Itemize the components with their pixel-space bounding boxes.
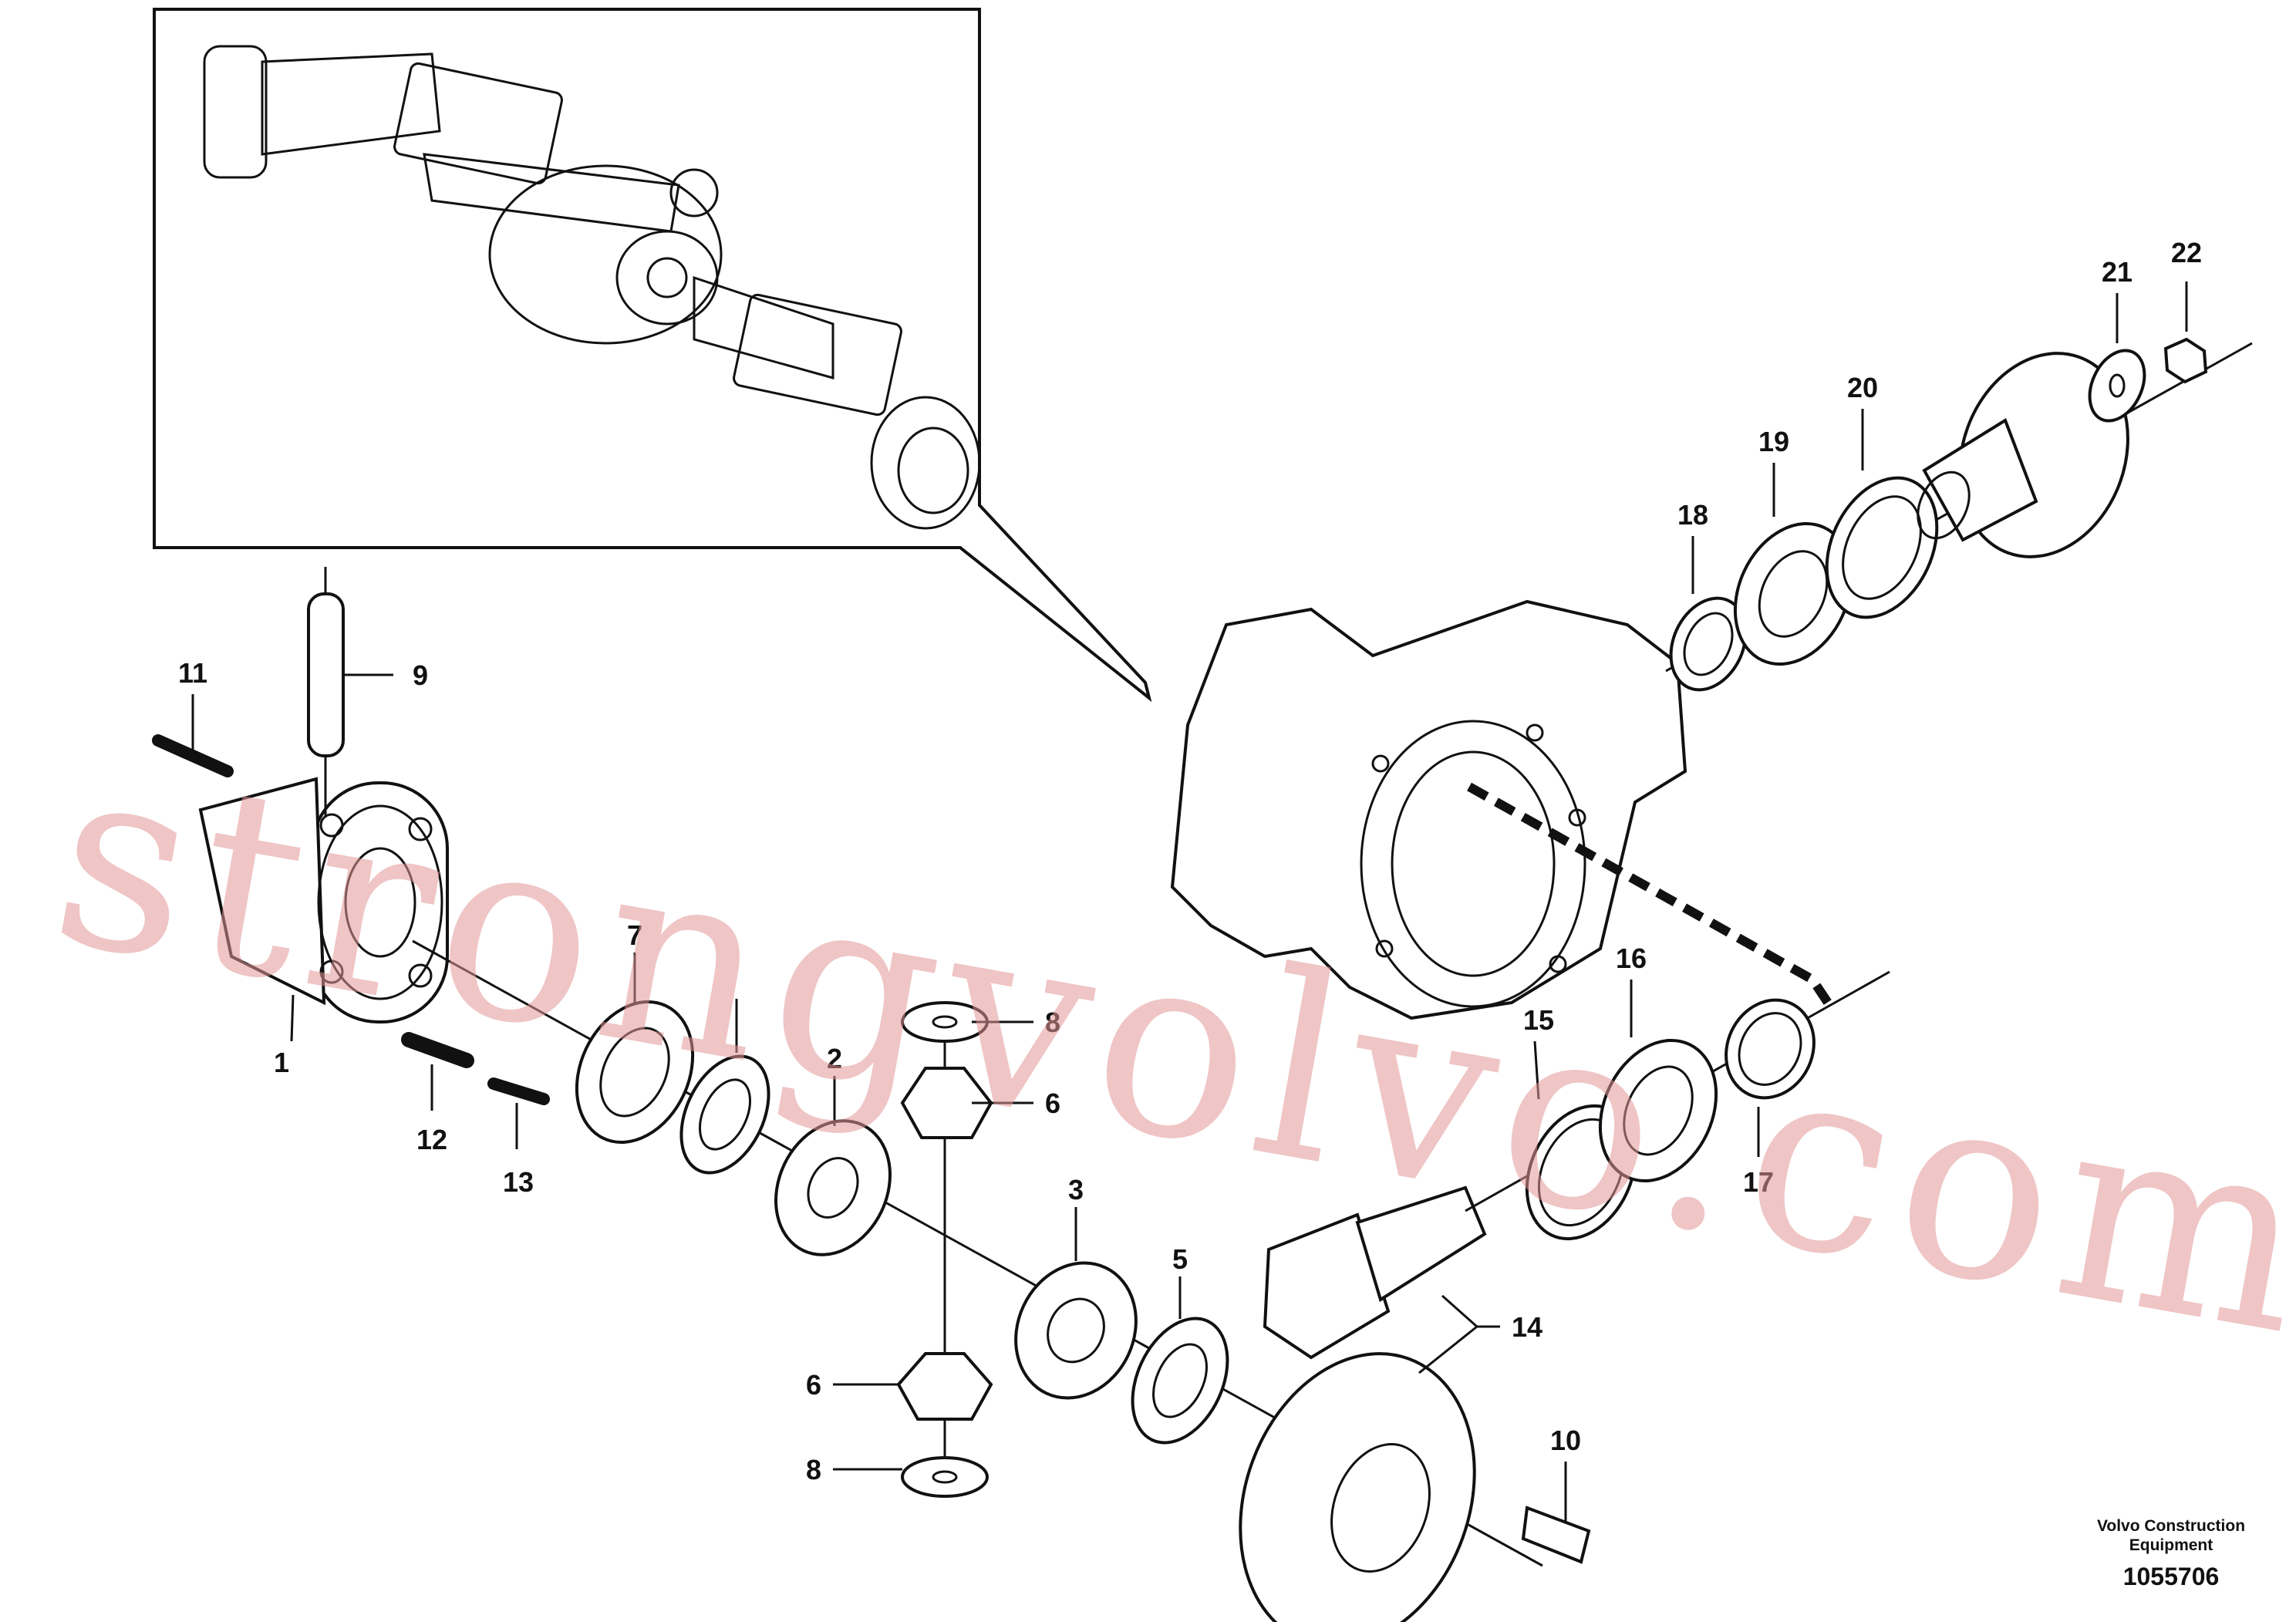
bearing-race-18 xyxy=(1669,596,1748,692)
bearing-19 xyxy=(1733,521,1853,666)
side-gear-3 xyxy=(1014,1261,1138,1400)
callout-6-bottom: 6 xyxy=(806,1369,821,1401)
callout-14: 14 xyxy=(1512,1311,1542,1343)
side-gear-2 xyxy=(774,1119,892,1256)
callout-7: 7 xyxy=(627,919,642,951)
nut-22 xyxy=(2163,337,2208,384)
callout-22: 22 xyxy=(2171,237,2202,268)
callout-16: 16 xyxy=(1616,943,1647,974)
callout-6-top: 6 xyxy=(1045,1088,1060,1119)
pin-12 xyxy=(401,1032,474,1068)
flange xyxy=(1917,352,2129,558)
washer-21 xyxy=(2088,349,2146,423)
axle-overview-inset xyxy=(153,8,1152,703)
bearing-cup-17 xyxy=(1725,998,1816,1100)
corporate-name-line1: Volvo Construction xyxy=(2097,1517,2245,1535)
watermark: strongvolvo.com xyxy=(35,705,2296,1394)
callout-15: 15 xyxy=(1523,1004,1554,1036)
callout-2: 2 xyxy=(827,1043,842,1074)
callout-8-top: 8 xyxy=(1045,1007,1060,1038)
pinion-6-bottom xyxy=(896,1352,993,1421)
callout-3: 3 xyxy=(1068,1174,1084,1206)
callout-8-bottom: 8 xyxy=(806,1454,821,1485)
callout-20: 20 xyxy=(1847,372,1878,403)
corporate-name-line2: Equipment xyxy=(2129,1536,2213,1554)
callout-9: 9 xyxy=(413,659,428,691)
washer-8-bottom xyxy=(901,1456,989,1498)
callout-17: 17 xyxy=(1743,1166,1774,1198)
callout-labels: 1 2 3 5 6 6 7 8 8 9 10 11 12 13 14 15 16… xyxy=(178,237,2202,1485)
callout-13: 13 xyxy=(503,1166,534,1198)
callout-12: 12 xyxy=(416,1124,447,1155)
callout-11: 11 xyxy=(178,657,207,689)
pin-9 xyxy=(307,592,345,757)
callout-10: 10 xyxy=(1550,1425,1581,1456)
crown-wheel-and-pinion xyxy=(1239,1185,1487,1622)
pin-13 xyxy=(487,1077,550,1105)
bolt-10 xyxy=(1521,1506,1591,1564)
callout-18: 18 xyxy=(1677,499,1708,531)
leader-lines xyxy=(191,282,2188,1523)
differential-case xyxy=(198,777,449,1023)
callout-1: 1 xyxy=(274,1047,289,1078)
axle-housing xyxy=(1170,599,1687,1020)
callout-19: 19 xyxy=(1758,426,1789,457)
drawing-number: 1055706 xyxy=(2123,1563,2220,1590)
callout-5: 5 xyxy=(1172,1243,1188,1275)
disc-5 xyxy=(1131,1317,1229,1445)
callout-21: 21 xyxy=(2102,256,2132,288)
seal-20 xyxy=(1825,476,1939,619)
